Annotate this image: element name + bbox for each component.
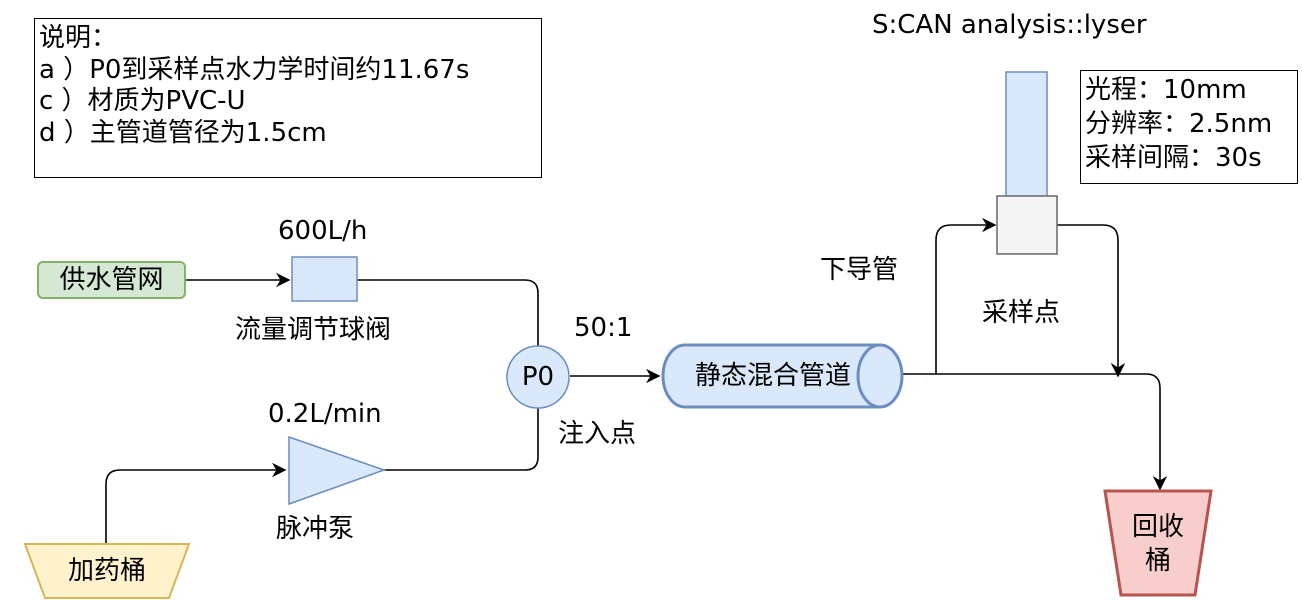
spec-interval: 采样间隔：30s [1085,143,1262,173]
water-supply-box [37,261,186,299]
sampling-point-box [996,195,1058,255]
notes-line-a: a ）P0到采样点水力学时间约11.67s [39,54,470,85]
dosing-tank-label: 加药桶 [67,556,146,586]
connector-valve-to-p0 [357,279,539,347]
notes-box: 说明： a ）P0到采样点水力学时间约11.67s c ）材质为PVC-U d … [34,18,542,178]
analyzer-name: S:CAN analysis::lyser [872,10,1147,40]
connector-mixer-to-bucket [903,373,1168,491]
flow-valve-box [291,256,358,302]
injection-point-label: 注入点 [558,419,637,449]
dosing-tank-shape [23,543,191,599]
notes-line-d: d ）主管道管径为1.5cm [39,117,327,148]
recovery-bucket-label-2: 桶 [1144,546,1171,576]
pulse-pump-triangle [288,435,387,506]
specs-box: 光程：10mm 分辨率：2.5nm 采样间隔：30s [1080,70,1298,184]
down-pipe-label: 下导管 [820,255,899,285]
water-supply-label: 供水管网 [59,265,164,295]
notes-line-c: c ）材质为PVC-U [39,86,246,116]
sampling-point-label: 采样点 [982,298,1061,328]
connector-tank-to-pump [105,462,287,544]
p0-label: P0 [521,362,555,392]
pump-rate-label: 0.2L/min [268,399,382,429]
spec-path-length: 光程：10mm [1085,75,1247,105]
ratio-label: 50:1 [574,313,633,343]
p0-circle [506,345,570,409]
static-mixer-label: 静态混合管道 [694,361,851,391]
flow-valve-label: 流量调节球阀 [235,315,392,345]
spec-resolution: 分辨率：2.5nm [1085,109,1273,139]
pulse-pump-label: 脉冲泵 [276,514,355,544]
notes-title: 说明： [39,23,118,53]
recovery-bucket-shape [1103,489,1213,597]
flow-rate-label: 600L/h [278,216,368,246]
connector-downpipe [935,217,997,374]
static-mixer-pipe [661,343,904,409]
connector-sample-return [1057,224,1126,378]
recovery-bucket-label-1: 回收 [1131,512,1184,542]
connector-pump-to-p0 [384,408,539,471]
